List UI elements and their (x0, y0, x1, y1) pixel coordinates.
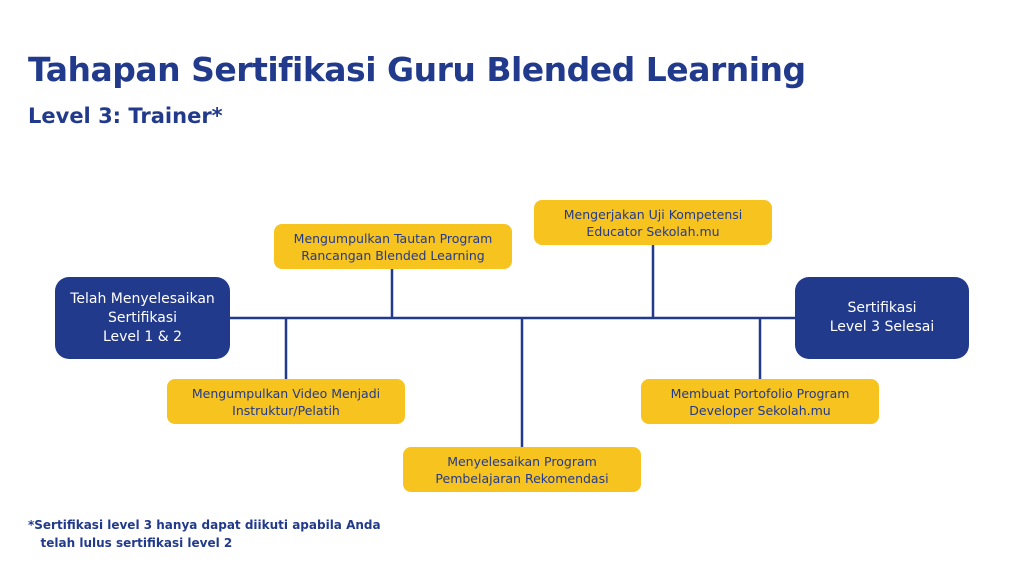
footnote: *Sertifikasi level 3 hanya dapat diikuti… (28, 518, 381, 550)
step-node-portfolio: Membuat Portofolio Program Developer Sek… (641, 379, 879, 424)
start-node: Telah Menyelesaikan Sertifikasi Level 1 … (55, 277, 230, 359)
step-node-submit-video: Mengumpulkan Video Menjadi Instruktur/Pe… (167, 379, 405, 424)
end-node: Sertifikasi Level 3 Selesai (795, 277, 969, 359)
step-node-complete-program: Menyelesaikan Program Pembelajaran Rekom… (403, 447, 641, 492)
step-node-competency-test: Mengerjakan Uji Kompetensi Educator Seko… (534, 200, 772, 245)
page-subtitle: Level 3: Trainer* (28, 104, 223, 128)
step-node-submit-program-link: Mengumpulkan Tautan Program Rancangan Bl… (274, 224, 512, 269)
page-title: Tahapan Sertifikasi Guru Blended Learnin… (28, 50, 806, 89)
